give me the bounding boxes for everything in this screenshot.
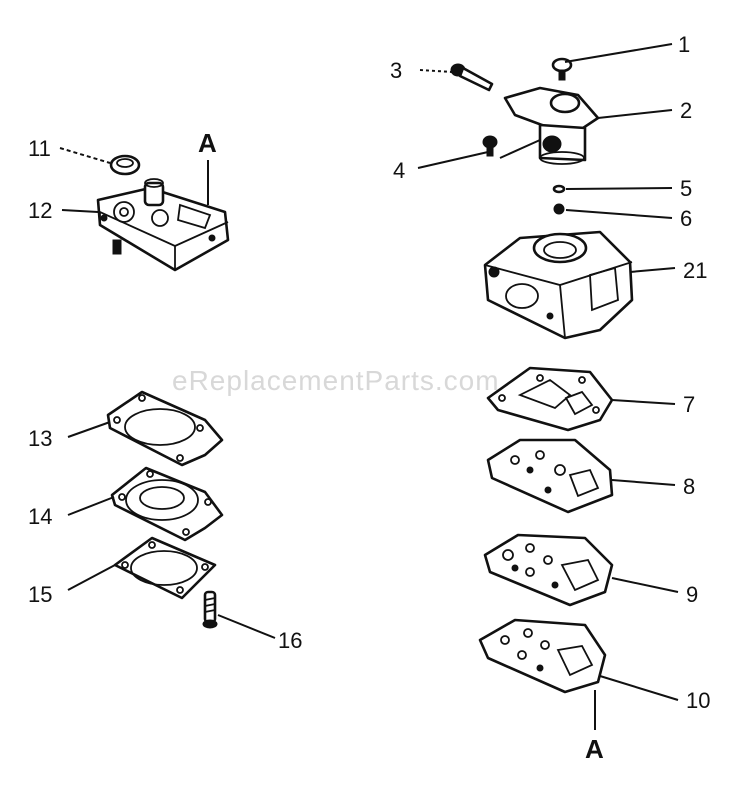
label-part-8: 8	[683, 474, 695, 499]
part-6-washer	[553, 203, 565, 215]
label-part-16: 16	[278, 628, 302, 653]
label-part-13: 13	[28, 426, 52, 451]
label-part-15: 15	[28, 582, 52, 607]
label-part-11: 11	[28, 136, 51, 161]
part-21-carburetor-body	[483, 230, 634, 340]
part-8-diaphragm	[486, 438, 614, 514]
part-13-gasket	[106, 390, 224, 467]
part-4-screw	[482, 135, 498, 157]
part-16-screw	[202, 590, 218, 629]
leader-lines	[59, 43, 679, 730]
label-part-6: 6	[680, 206, 692, 231]
label-part-1: 1	[678, 32, 690, 57]
label-part-4: 4	[393, 158, 405, 183]
part-10-gasket	[478, 618, 607, 694]
part-11-cap	[109, 154, 141, 176]
part-12-pump-body	[96, 178, 230, 272]
label-part-3: 3	[390, 58, 402, 83]
label-part-2: 2	[680, 98, 692, 123]
part-labels: 1 2 3 4 5 6 21 7 8 9 10 11 12 13 14 15 1…	[28, 32, 710, 764]
part-14-diaphragm	[110, 466, 224, 542]
part-9-plate	[483, 533, 614, 607]
label-part-7: 7	[683, 392, 695, 417]
label-part-9: 9	[686, 582, 698, 607]
part-7-gasket	[486, 366, 614, 432]
watermark-text: eReplacementParts.com	[172, 365, 500, 396]
part-5-washer	[552, 184, 566, 194]
label-ref-a-top: A	[198, 128, 217, 158]
label-part-12: 12	[28, 198, 52, 223]
label-part-14: 14	[28, 504, 52, 529]
part-2-lever	[503, 86, 600, 165]
part-3-screw	[450, 63, 494, 92]
label-part-5: 5	[680, 176, 692, 201]
label-ref-a-bottom: A	[585, 734, 604, 764]
label-part-21: 21	[683, 258, 707, 283]
label-part-10: 10	[686, 688, 710, 713]
part-15-gasket	[113, 536, 217, 600]
